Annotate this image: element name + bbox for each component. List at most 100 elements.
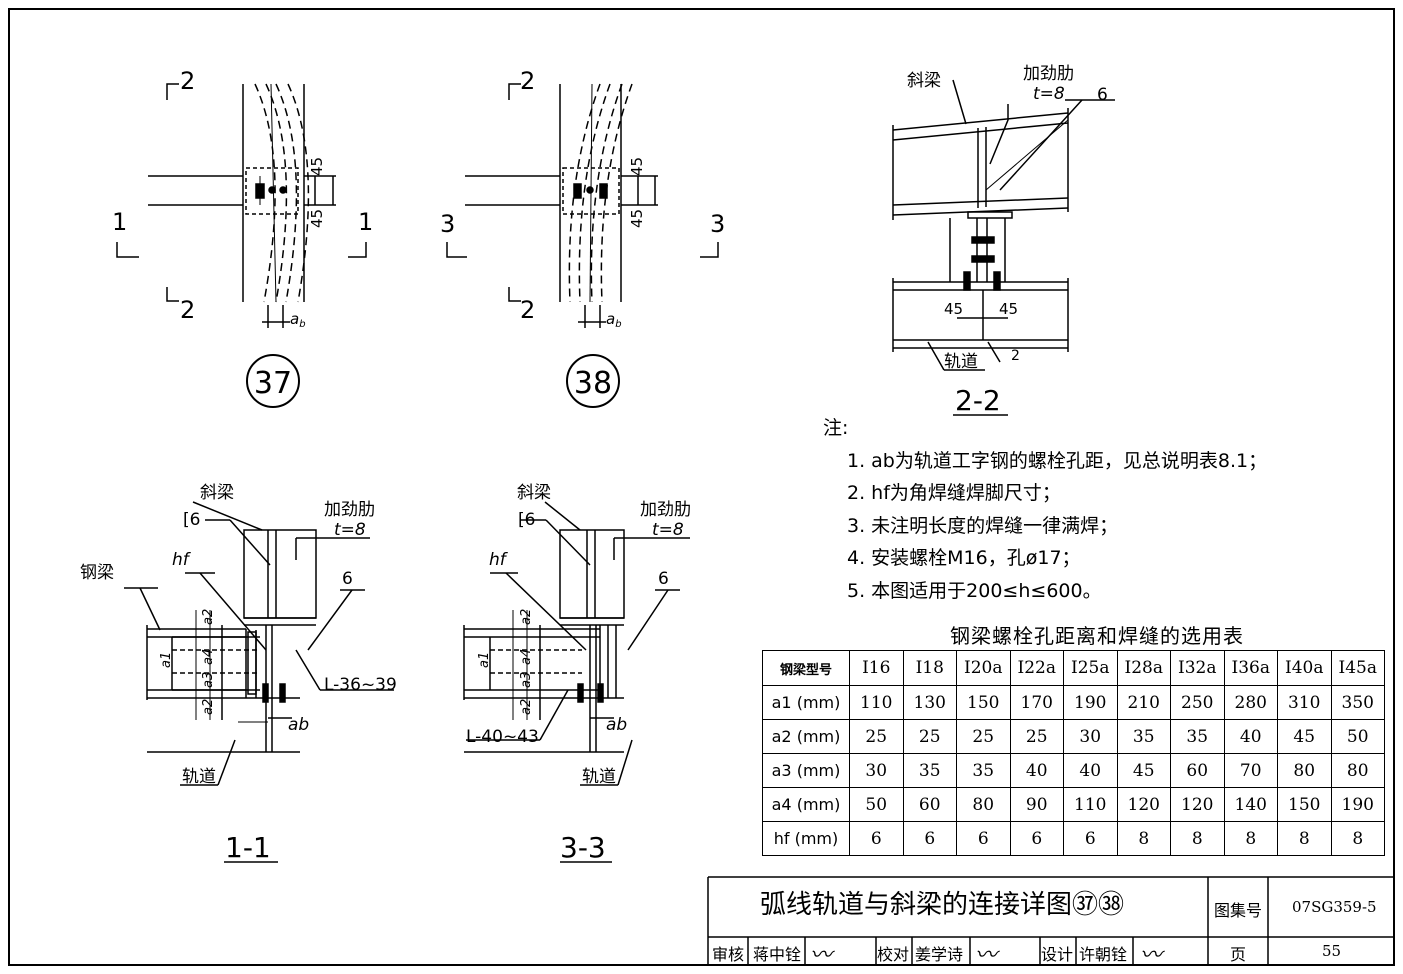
s11-label-rail: 轨道 [182, 767, 216, 787]
d37-dim-ab: ab [290, 310, 306, 330]
s22-weld2: 2 [1011, 348, 1020, 364]
table-header-cell: I22a [1009, 650, 1064, 686]
d37-dim-45-top: 45 [308, 157, 326, 176]
table-cell: 45 [1277, 719, 1332, 754]
d38-dim-45-top: 45 [628, 157, 646, 176]
table-header-cell: I18 [902, 650, 957, 686]
table-header-cell: I25a [1063, 650, 1118, 686]
table-cell: 6 [1009, 821, 1064, 856]
designer-name: 许朝铨 [1079, 945, 1128, 964]
table-cell: 8 [1330, 821, 1385, 856]
selection-table: 钢梁型号 I16 I18 I20a I22a I25a I28a I32a I3… [762, 650, 1385, 856]
table-cell: 210 [1116, 685, 1171, 720]
table-cell: 80 [1277, 753, 1332, 788]
table-cell: 40 [1063, 753, 1118, 788]
table-row: a1 (mm) 110 130 150 170 190 210 250 280 … [762, 685, 1385, 720]
s11-label-beam: 斜梁 [200, 483, 234, 503]
table-row: hf (mm) 6 6 6 6 6 8 8 8 8 8 [762, 821, 1385, 856]
s22-dim-right: 45 [999, 300, 1018, 318]
s22-label-stiffener: 加劲肋 [1023, 64, 1074, 84]
d37-sec-left: 1 [112, 208, 127, 236]
reviewer-name: 蒋中铨 [753, 945, 802, 964]
table-header-cell: I16 [849, 650, 904, 686]
table-header-cell: I36a [1223, 650, 1278, 686]
s33-label-stiffener: 加劲肋 [640, 500, 691, 520]
table-cell: 150 [1277, 787, 1332, 822]
table-cell: 190 [1330, 787, 1385, 822]
table-header-cell: I20a [956, 650, 1011, 686]
table-cell: 8 [1116, 821, 1171, 856]
table-row: a4 (mm) 50 60 80 90 110 120 120 140 150 … [762, 787, 1385, 822]
note-4: 4. 安装螺栓M16，孔ø17； [847, 547, 1081, 569]
table-cell: 190 [1063, 685, 1118, 720]
check-label: 校对 [877, 945, 910, 964]
s11-dim-a2-top: a2 [201, 609, 216, 625]
table-cell: 140 [1223, 787, 1278, 822]
table-cell: 35 [1116, 719, 1171, 754]
s11-dim-a3: a3 [201, 672, 216, 688]
detail-37-label [246, 354, 300, 408]
d38-sec-right: 3 [710, 210, 725, 238]
table-cell: 50 [849, 787, 904, 822]
drawing-title: 弧线轨道与斜梁的连接详图㊲㊳ [760, 890, 1125, 920]
table-cell: 50 [1330, 719, 1385, 754]
table-cell: 25 [849, 719, 904, 754]
table-cell: 8 [1223, 821, 1278, 856]
table-row-label: a1 (mm) [762, 685, 850, 720]
table-cell: 35 [1170, 719, 1225, 754]
table-cell: 60 [902, 787, 957, 822]
s11-dim-a2-bottom: a2 [201, 699, 216, 715]
table-cell: 120 [1170, 787, 1225, 822]
s33-label-weld-c: [6 [518, 510, 535, 530]
table-cell: 110 [1063, 787, 1118, 822]
s22-dim-left: 45 [944, 300, 963, 318]
s22-label-rail: 轨道 [944, 352, 978, 372]
table-row-label: hf (mm) [762, 821, 850, 856]
reviewer-signature: 〰 [810, 943, 833, 968]
table-cell: 30 [849, 753, 904, 788]
note-3: 3. 未注明长度的焊缝一律满焊； [847, 514, 1119, 537]
d38-dim-ab: ab [606, 310, 622, 330]
page-number: 55 [1322, 942, 1342, 960]
page-label: 页 [1230, 945, 1247, 964]
table-cell: 120 [1116, 787, 1171, 822]
table-cell: 70 [1223, 753, 1278, 788]
table-cell: 25 [1009, 719, 1064, 754]
table-cell: 350 [1330, 685, 1385, 720]
table-cell: 310 [1277, 685, 1332, 720]
table-header-cell: 钢梁型号 [762, 650, 850, 686]
section-1-1-drawing [124, 501, 394, 863]
table-cell: 40 [1223, 719, 1278, 754]
s22-weld: 6 [1097, 85, 1108, 105]
note-1: 1. ab为轨道工字钢的螺栓孔距，见总说明表8.1； [847, 449, 1268, 472]
s33-weld: 6 [658, 569, 669, 589]
table-cell: 6 [849, 821, 904, 856]
notes-heading: 注: [823, 417, 849, 439]
review-label: 审核 [712, 945, 745, 964]
s11-dim-a1: a1 [159, 652, 174, 668]
s11-label-hf: hf [172, 550, 192, 570]
d37-sec-right: 1 [358, 208, 373, 236]
s11-label-angle: L-36~39 [324, 675, 397, 695]
s22-label-t: t=8 [1033, 84, 1065, 104]
table-header-cell: I40a [1277, 650, 1332, 686]
section-3-3-drawing [463, 501, 690, 863]
designer-signature: 〰 [1140, 943, 1163, 968]
table-row: a2 (mm) 25 25 25 25 30 35 35 40 45 50 [762, 719, 1385, 754]
s33-dim-a4: a4 [519, 649, 534, 665]
atlas-number: 07SG359-5 [1292, 898, 1377, 916]
detail-38-number: 38 [574, 366, 612, 401]
s22-title: 2-2 [955, 384, 1001, 417]
note-5: 5. 本图适用于200≤h≤600。 [847, 579, 1102, 602]
atlas-label: 图集号 [1214, 901, 1263, 920]
s11-label-stiffener: 加劲肋 [324, 500, 375, 520]
s33-dim-a2-top: a2 [519, 609, 534, 625]
detail-38-label [566, 354, 620, 408]
detail-37-number: 37 [254, 366, 292, 401]
detail-38-plan [446, 83, 719, 328]
checker-name: 姜学诗 [915, 945, 964, 964]
s33-label-t: t=8 [652, 520, 684, 540]
s33-title: 3-3 [560, 831, 606, 864]
d38-dim-45-bottom: 45 [628, 209, 646, 228]
